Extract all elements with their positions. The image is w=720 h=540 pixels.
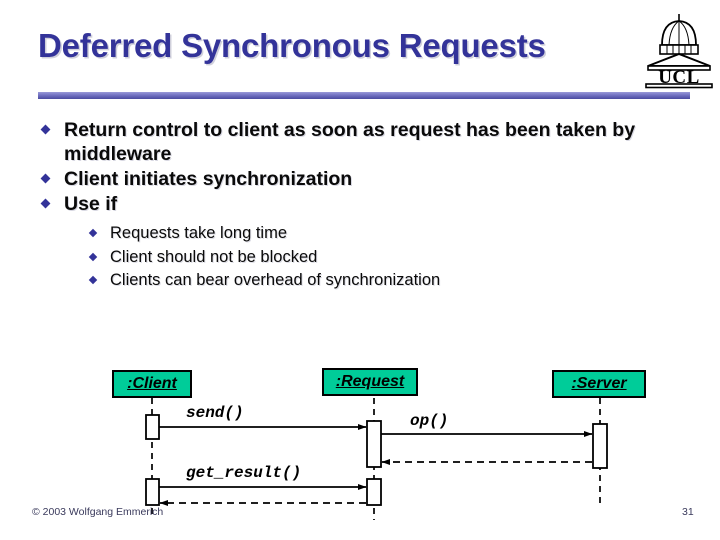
diamond-bullet-icon xyxy=(88,252,98,261)
svg-text:UCL: UCL xyxy=(658,67,700,88)
message-label-op: op() xyxy=(410,412,449,430)
sub-bullet-text: Requests take long time xyxy=(110,224,288,242)
diamond-bullet-icon xyxy=(88,228,98,238)
ucl-logo: UCL xyxy=(640,12,718,90)
message-label-get-result: get_result() xyxy=(186,464,302,482)
activation-bar-client-2 xyxy=(145,478,160,506)
sub-bullet-text: Client should not be blocked xyxy=(110,247,318,266)
lifeline-head-request[interactable]: :Request xyxy=(322,368,418,396)
activation-bar-client-1 xyxy=(145,414,160,440)
sub-bullet-list: Requests take long time Client should no… xyxy=(80,222,694,293)
lifeline-label-request: :Request xyxy=(335,373,405,390)
diamond-bullet-icon xyxy=(40,198,51,209)
bullet-text: Return control to client as soon as requ… xyxy=(64,119,636,165)
title-block: Deferred Synchronous Requests xyxy=(38,26,618,82)
title-divider xyxy=(38,92,690,99)
diamond-bullet-icon xyxy=(88,275,98,285)
lifeline-label-server: :Server xyxy=(571,375,627,392)
bullet-text: Use if xyxy=(64,193,118,215)
lifeline-server xyxy=(592,398,608,505)
activation-bar-server-1 xyxy=(592,423,608,469)
sub-bullet-text: Clients can bear overhead of synchroniza… xyxy=(110,271,441,289)
ucl-logo-icon: UCL xyxy=(645,14,713,89)
sub-bullet-item: Clients can bear overhead of synchroniza… xyxy=(80,269,694,293)
sub-bullet-item: Client should not be blocked xyxy=(80,246,694,270)
sub-bullet-item: Requests take long time xyxy=(80,222,694,246)
footer-copyright: © 2003 Wolfgang Emmerich xyxy=(32,506,164,518)
lifeline-head-client[interactable]: :Client xyxy=(112,370,192,398)
lifeline-label-client: :Client xyxy=(127,375,177,392)
diamond-bullet-icon xyxy=(40,124,51,135)
diamond-bullet-icon xyxy=(40,173,51,184)
bullet-item: Client initiates synchronization xyxy=(34,167,694,191)
message-label-send: send() xyxy=(186,404,244,422)
lifeline-client xyxy=(145,398,160,516)
activation-bar-request-2 xyxy=(366,478,382,506)
bullet-list: Return control to client as soon as requ… xyxy=(34,118,694,293)
footer-page-number: 31 xyxy=(682,506,694,518)
lifeline-request xyxy=(366,398,382,520)
lifeline-head-server[interactable]: :Server xyxy=(552,370,646,398)
bullet-item: Return control to client as soon as requ… xyxy=(34,118,694,166)
bullet-text: Client initiates synchronization xyxy=(64,168,353,190)
page-title: Deferred Synchronous Requests xyxy=(38,27,546,64)
activation-bar-request-1 xyxy=(366,420,382,468)
bullet-item: Use if xyxy=(34,192,694,216)
